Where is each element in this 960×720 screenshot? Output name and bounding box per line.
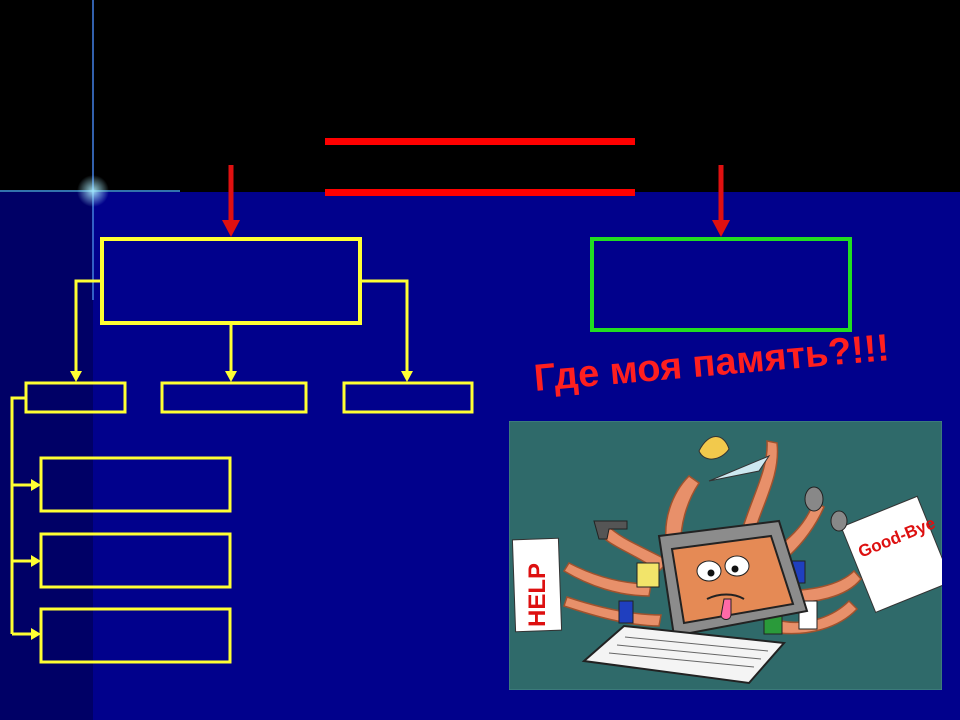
top-band: [0, 0, 960, 192]
yellow-connectors: [74, 279, 409, 372]
help-sign: HELP: [511, 537, 563, 633]
yellow-sub-box-2: [160, 381, 308, 414]
svg-text:HELP: HELP: [524, 563, 551, 627]
left-bracket-connector: [10, 396, 32, 636]
yellow-list-box-1: [39, 456, 232, 513]
yellow-arrowheads: [70, 371, 413, 382]
computer-monitor: [657, 519, 809, 638]
red-arrow-right: [712, 165, 730, 237]
red-arrow-left: [222, 165, 240, 237]
yellow-list-box-3: [39, 607, 232, 664]
keyboard: [581, 624, 787, 685]
light-flare: [0, 0, 180, 300]
left-band: [0, 192, 93, 720]
yellow-list-box-2: [39, 532, 232, 589]
bracket-arrowheads: [31, 479, 41, 640]
stressed-computer-illustration: HELP Good-Bye: [509, 421, 942, 690]
equals-sign: [325, 138, 635, 196]
goodbye-sign: Good-Bye: [840, 495, 942, 613]
yellow-sub-box-3: [342, 381, 474, 414]
green-main-box: [590, 237, 852, 332]
